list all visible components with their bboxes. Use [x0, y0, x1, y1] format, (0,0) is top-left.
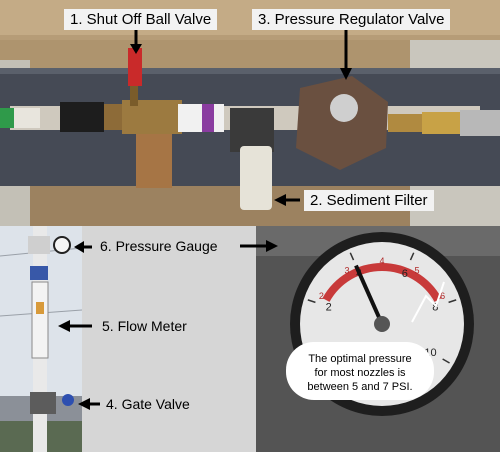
- pressure-regulator: [296, 76, 388, 170]
- label-flow-meter: 5. Flow Meter: [102, 318, 187, 334]
- bottom-left-photo: [0, 226, 256, 452]
- callout-line-2: for most nozzles is: [314, 367, 406, 379]
- gauge-needle: [354, 264, 384, 325]
- gauge-outer-label: 6: [440, 291, 445, 301]
- gauge-outer-label: 4: [379, 256, 384, 266]
- gauge-tick-label: 6: [402, 268, 408, 280]
- callout-line-3: between 5 and 7 PSI.: [307, 381, 413, 393]
- ball-valve-handle: [128, 48, 142, 86]
- gauge-tick: [442, 358, 450, 364]
- gauge-outer-label: 2: [319, 291, 324, 301]
- gate-valve-handle: [62, 394, 74, 406]
- label-pressure-gauge: 6. Pressure Gauge: [100, 238, 218, 254]
- gauge-tick-label: 8: [432, 302, 438, 314]
- label-shut-off-ball-valve: 1. Shut Off Ball Valve: [64, 9, 218, 30]
- label-pressure-regulator-valve: 3. Pressure Regulator Valve: [252, 9, 451, 30]
- gauge-tick: [448, 299, 457, 304]
- label-sediment-filter: 2. Sediment Filter: [304, 190, 434, 211]
- small-pressure-gauge: [53, 236, 71, 254]
- gauge-tick: [349, 252, 355, 261]
- callout-line-1: The optimal pressure: [308, 353, 412, 365]
- gauge-tick: [409, 252, 415, 261]
- gauge-outer-label: 5: [414, 265, 419, 275]
- top-photo: [0, 0, 500, 226]
- callout-bubble: [286, 342, 434, 400]
- callout-text: The optimal pressure for most nozzles is…: [296, 352, 424, 394]
- sediment-filter: [240, 146, 272, 210]
- gauge-tick: [307, 299, 316, 304]
- gauge-outer-label: 3: [344, 265, 349, 275]
- flow-meter-tube: [31, 281, 49, 359]
- label-gate-valve: 4. Gate Valve: [106, 396, 190, 412]
- gauge-tick-label: 2: [326, 302, 332, 314]
